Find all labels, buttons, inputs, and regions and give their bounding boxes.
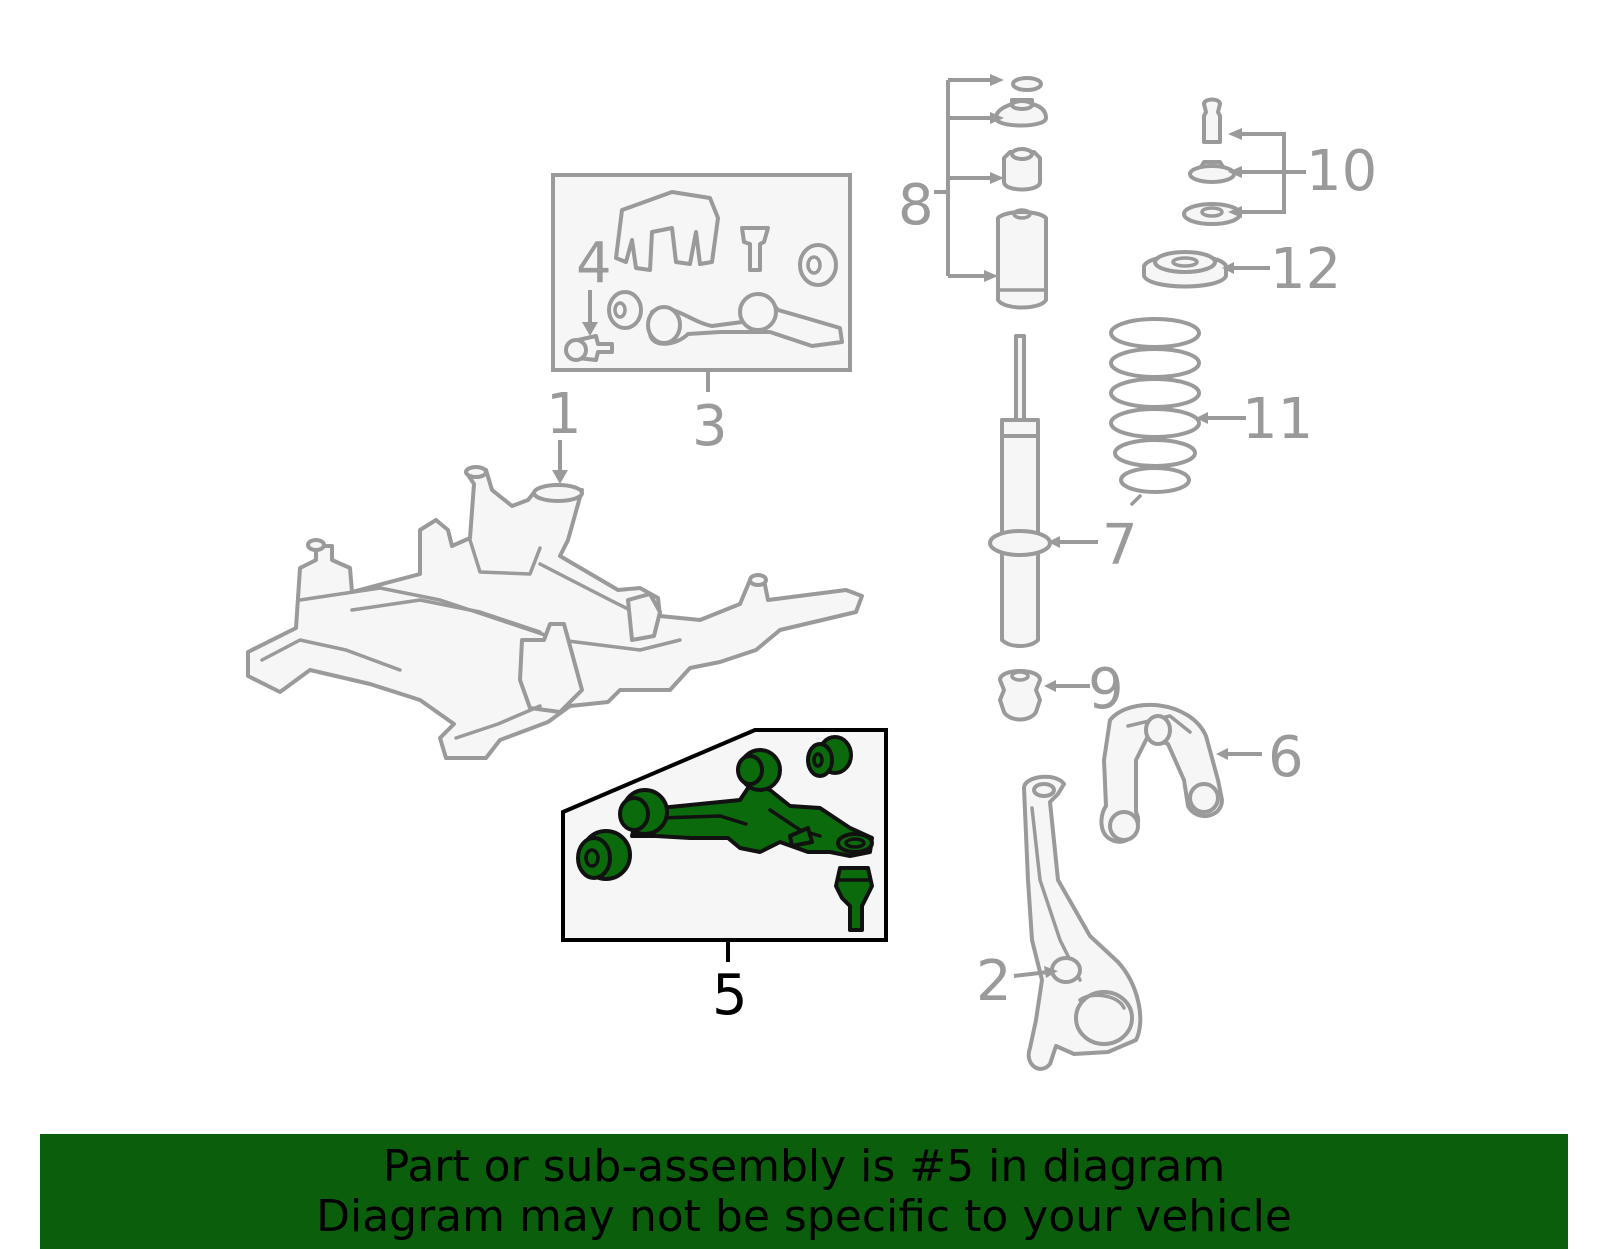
- part-1-subframe[interactable]: [246, 465, 864, 760]
- part-7-strut[interactable]: [988, 334, 1052, 648]
- part-2-knuckle[interactable]: [1022, 774, 1143, 1071]
- banner-line-2: Diagram may not be specific to your vehi…: [316, 1191, 1292, 1242]
- callout-4: 4: [576, 231, 612, 296]
- callout-3: 3: [692, 394, 728, 459]
- part-11-coil-spring[interactable]: [1109, 317, 1201, 506]
- part-12-spring-seat[interactable]: [1142, 250, 1228, 289]
- callout-5: 5: [712, 963, 748, 1028]
- callout-12: 12: [1270, 237, 1341, 302]
- callout-11: 11: [1242, 387, 1313, 452]
- callout-10: 10: [1306, 139, 1377, 204]
- callout-2: 2: [976, 949, 1012, 1014]
- callout-8: 8: [898, 173, 934, 238]
- part-9-bump-stop[interactable]: [998, 669, 1042, 722]
- callout-6: 6: [1268, 725, 1304, 790]
- callout-7: 7: [1102, 513, 1138, 578]
- part-3-upper-arm-kit[interactable]: [551, 173, 852, 372]
- info-banner: Part or sub-assembly is #5 in diagram Di…: [40, 1134, 1568, 1249]
- banner-line-1: Part or sub-assembly is #5 in diagram: [382, 1141, 1226, 1192]
- part-8-strut-mount-group[interactable]: [994, 76, 1048, 310]
- part-10-mount-hardware[interactable]: [1182, 97, 1242, 226]
- part-5-lower-arm-kit[interactable]: [561, 728, 888, 942]
- callout-1: 1: [546, 382, 582, 447]
- part-6-upper-arm[interactable]: [1099, 702, 1224, 844]
